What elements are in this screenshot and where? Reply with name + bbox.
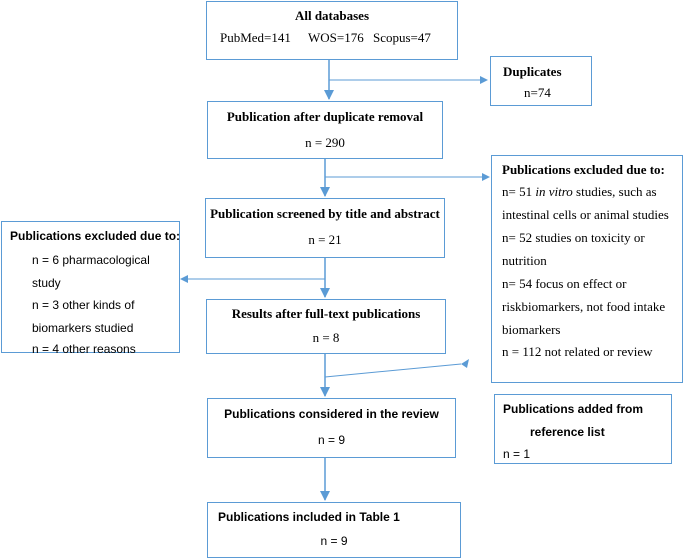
arrow-from-added — [324, 363, 462, 378]
excluded-right-line7: biomarkers — [502, 322, 561, 337]
excluded-left-title: Publications excluded due to: — [10, 229, 181, 243]
after-dedup-count: n = 290 — [305, 135, 345, 150]
screened-title: Publication screened by title and abstra… — [210, 206, 440, 221]
excluded-right-line6: riskbiomarkers, not food intake — [502, 299, 666, 314]
added-count: n = 1 — [503, 447, 531, 461]
considered-count: n = 9 — [317, 433, 346, 447]
added-title-line2: reference list — [530, 425, 605, 439]
excluded-left-line2: study — [32, 276, 61, 290]
table1-title: Publications included in Table 1 — [218, 510, 400, 524]
full-text-count: n = 8 — [312, 330, 340, 345]
excluded-left-line5: n = 4 other reasons — [32, 342, 136, 356]
wos-count: WOS=176 — [308, 30, 364, 45]
excluded-right-line4: nutrition — [502, 253, 547, 268]
box-excluded-right: Publications excluded due to: n= 51 in v… — [491, 155, 683, 383]
excluded-right-line1: n= 51 in vitro studies, such as — [502, 184, 657, 200]
excluded-right-line1-prefix: n= 51 — [502, 184, 536, 199]
box-included-table1: Publications included in Table 1 n = 9 — [207, 502, 461, 558]
excluded-right-title: Publications excluded due to: — [502, 162, 665, 177]
all-databases-title: All databases — [294, 8, 370, 23]
excluded-right-line1-italic: in vitro — [535, 184, 573, 199]
scopus-count: Scopus=47 — [373, 30, 431, 45]
box-added-reference-list: Publications added from reference list n… — [494, 394, 672, 464]
box-screened: Publication screened by title and abstra… — [205, 198, 445, 258]
pubmed-count: PubMed=141 — [220, 30, 291, 45]
arrow-head-from-added — [461, 359, 469, 368]
box-considered-in-review: Publications considered in the review n … — [207, 398, 456, 458]
full-text-title: Results after full-text publications — [231, 306, 421, 321]
excluded-left-line1: n = 6 pharmacological — [32, 253, 150, 267]
box-full-text: Results after full-text publications n =… — [206, 299, 446, 354]
excluded-right-line1-suffix: studies, such as — [572, 184, 657, 199]
excluded-right-line2: intestinal cells or animal studies — [502, 207, 669, 222]
box-after-duplicate-removal: Publication after duplicate removal n = … — [207, 101, 443, 159]
excluded-left-line4: biomarkers studied — [32, 321, 134, 335]
after-dedup-title: Publication after duplicate removal — [226, 109, 424, 124]
box-all-databases: All databases PubMed=141 WOS=176 Scopus=… — [206, 1, 458, 60]
considered-title: Publications considered in the review — [224, 407, 439, 421]
box-excluded-left: Publications excluded due to: n = 6 phar… — [1, 221, 181, 356]
screened-count: n = 21 — [308, 232, 342, 247]
box-duplicates: Duplicates n=74 — [490, 56, 592, 106]
excluded-left-line3: n = 3 other kinds of — [32, 298, 135, 312]
excluded-right-line5: n= 54 focus on effect or — [502, 276, 627, 291]
added-title-line1: Publications added from — [503, 402, 644, 416]
excluded-right-line8: n = 112 not related or review — [502, 344, 653, 359]
duplicates-count: n=74 — [524, 85, 551, 100]
excluded-right-line3: n= 52 studies on toxicity or — [502, 230, 645, 245]
duplicates-title: Duplicates — [503, 64, 562, 79]
table1-count: n = 9 — [320, 534, 348, 548]
